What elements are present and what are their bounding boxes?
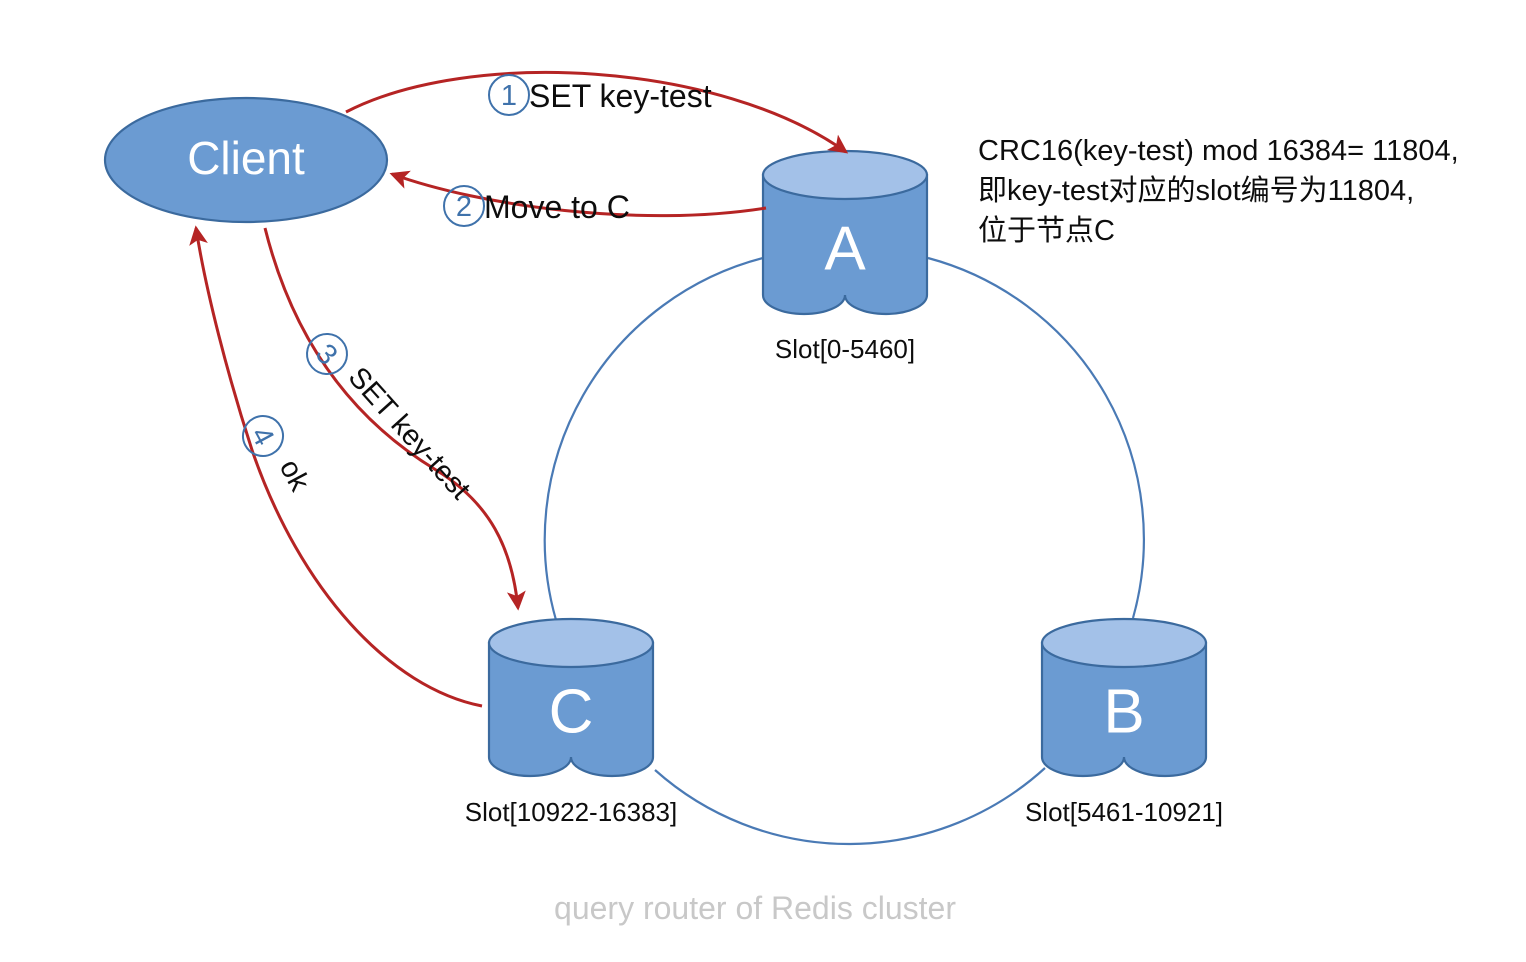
node-c[interactable]: C [487,617,655,778]
step-label-1: SET key-test [529,78,712,114]
client-node[interactable]: Client [103,96,389,224]
node-c-cylinder-body [487,641,655,778]
flow-arrow-3 [263,227,526,611]
step-badge-1: 1 [488,74,530,116]
step-badge-2: 2 [443,185,485,227]
ring-arc-b-to-a [927,256,1145,619]
client-label: Client [187,132,305,184]
node-a-slot-label: Slot[0-5460] [775,334,915,364]
flow-arrow-2-path [389,170,767,218]
flow-arrow-3-path [263,227,526,611]
node-b[interactable]: B [1040,617,1208,778]
step-badge-3-ring [306,333,348,375]
ring-arc-c-to-b [654,767,1046,846]
node-a-cylinder-body [761,173,929,316]
node-b-cylinder-top [1040,617,1208,669]
flow-arrow-2 [389,170,767,218]
step-badge-2-ring [443,185,485,227]
cluster-ring [543,256,1145,846]
diagram-caption: query router of Redis cluster [554,890,956,926]
crc16-annotation-line-1: CRC16(key-test) mod 16384= 11804, [978,135,1459,167]
node-c-slot-label: Slot[10922-16383] [465,797,678,827]
flow-arrow-1-path [345,70,849,154]
ring-arc-a-to-c [543,256,764,621]
node-a[interactable]: A [761,149,929,316]
flow-arrow-4-path [189,225,483,708]
client-ellipse-shape [103,96,389,224]
step-badge-4-ring [242,415,284,457]
step-label-4: ok [273,454,316,497]
node-a-letter: A [824,214,866,283]
step-badge-4: 4 [242,415,284,457]
crc16-annotation: CRC16(key-test) mod 16384= 11804, 即key-t… [978,135,1459,247]
step-badge-2-number: 2 [456,191,472,223]
step-label-2: Move to C [484,189,630,225]
node-b-slot-label: Slot[5461-10921] [1025,797,1223,827]
step-badge-1-number: 1 [501,80,517,112]
flow-arrow-1 [345,70,849,154]
crc16-annotation-line-3: 位于节点C [978,214,1115,247]
node-b-letter: B [1103,677,1144,746]
node-c-letter: C [549,677,594,746]
step-badge-1-ring [488,74,530,116]
step-label-3: SET key-test [342,361,477,505]
crc16-annotation-line-2: 即key-test对应的slot编号为11804, [978,174,1414,207]
flow-arrow-4 [189,225,483,708]
node-a-cylinder-top [761,149,929,201]
node-b-cylinder-body [1040,641,1208,778]
step-badge-4-number: 4 [244,422,280,451]
node-c-cylinder-top [487,617,655,669]
